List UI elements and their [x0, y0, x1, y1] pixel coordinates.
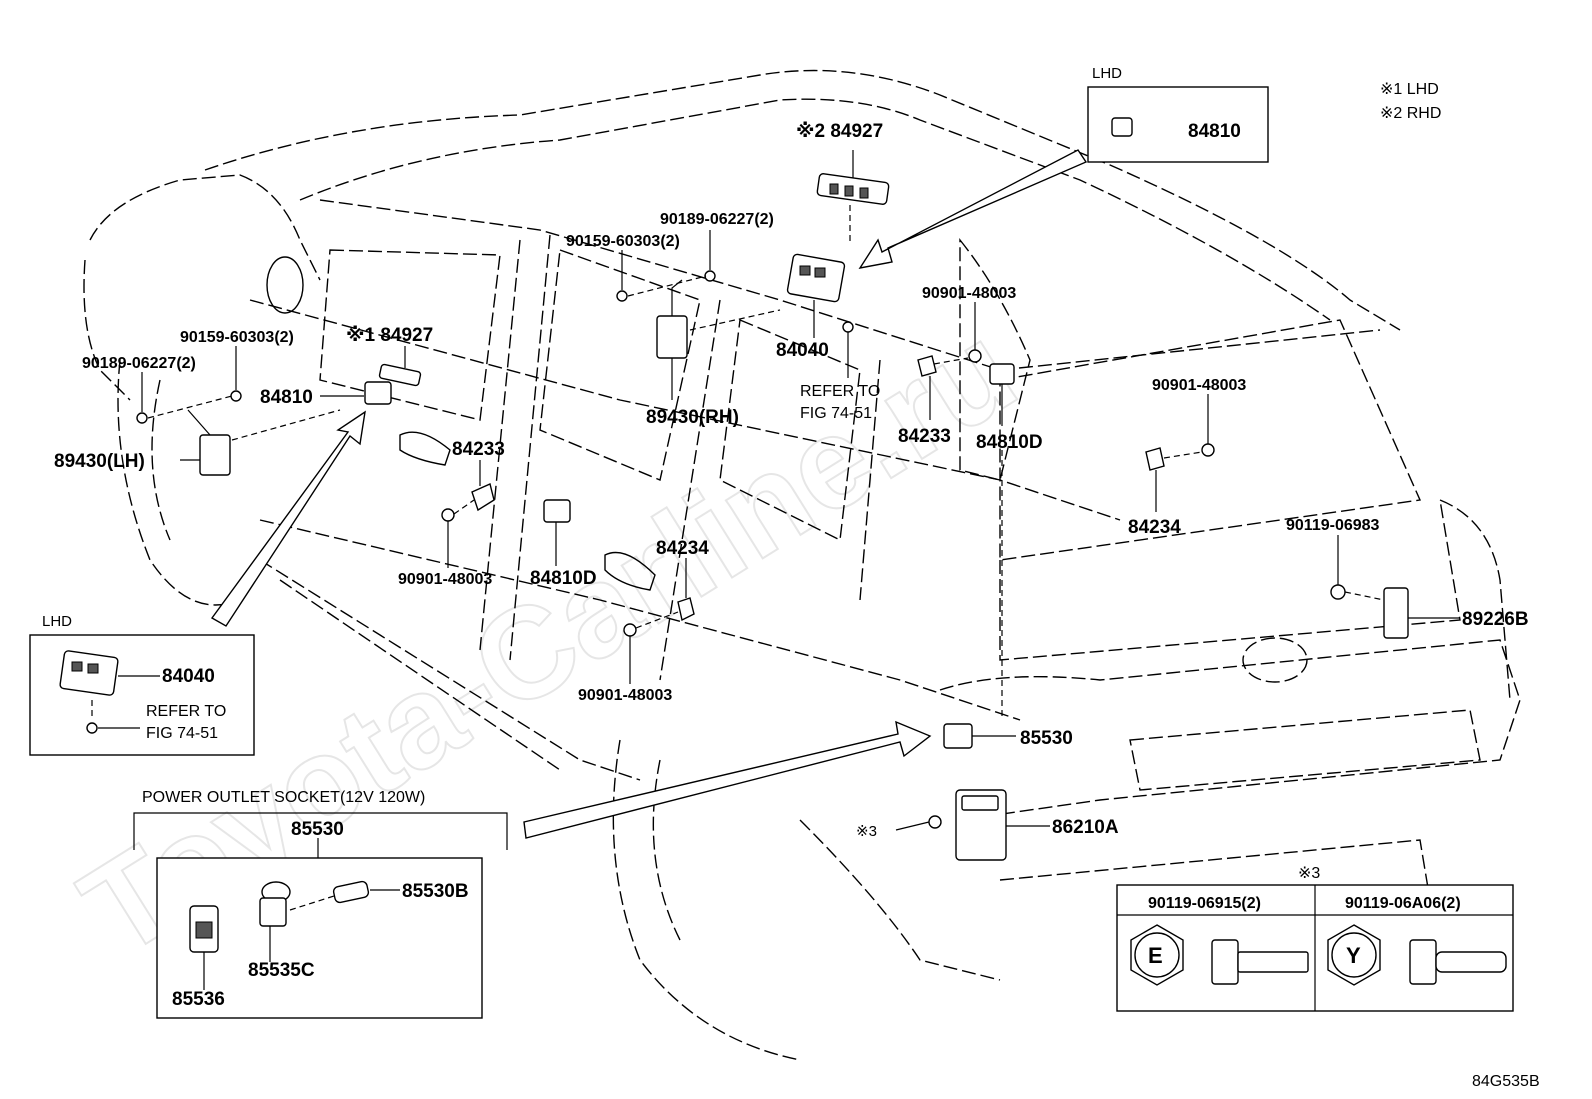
inset-left-refer-1: REFER TO [146, 703, 226, 720]
vehicle-outline [83, 69, 1521, 1061]
inset-left-refer-2: FIG 74-51 [146, 725, 218, 742]
label-refer-a: REFER TO [800, 383, 880, 400]
bolt-col1-header: 90119-06915(2) [1148, 895, 1261, 912]
label-89430-rh: 89430(RH) [646, 407, 739, 428]
label-84233-front: 84233 [452, 439, 505, 460]
part-shapes [136, 173, 1409, 861]
label-89226b: 89226B [1462, 609, 1529, 630]
label-90159-lh: 90159-60303(2) [180, 329, 294, 346]
label-84234-front: 84234 [656, 538, 709, 559]
part-85530b: 85530B [402, 881, 469, 902]
label-89430-lh: 89430(LH) [54, 451, 145, 472]
label-refer-b: FIG 74-51 [800, 405, 872, 422]
label-86210a: 86210A [1052, 817, 1119, 838]
label-mark-3: ※3 [856, 823, 877, 840]
leader-lines [141, 127, 1460, 831]
inset-left-part: 84040 [162, 666, 215, 687]
label-90901-d: 90901-48003 [1152, 377, 1246, 394]
label-84233-rear: 84233 [898, 426, 951, 447]
label-84927-rhd: ※2 84927 [796, 121, 883, 142]
label-90901-b: 90901-48003 [578, 687, 672, 704]
drawing-number: 84G535B [1472, 1073, 1540, 1090]
bolt-table: ※3 90119-06915(2) 90119-06A06(2) E Y [1116, 865, 1514, 1012]
label-84810d-rear: 84810D [976, 432, 1043, 453]
power-outlet-assembly: 85530 [291, 819, 344, 840]
legend-note-2: ※2 RHD [1380, 105, 1441, 122]
part-85536: 85536 [172, 989, 225, 1010]
bolt-y-symbol: Y [1346, 943, 1361, 968]
label-90189-lh: 90189-06227(2) [82, 355, 196, 372]
part-labels: ※2 84927 90189-06227(2) 90159-60303(2) 9… [54, 121, 1529, 840]
power-outlet-inset: POWER OUTLET SOCKET(12V 120W) 85530 8553… [133, 789, 508, 1019]
label-84234-rear: 84234 [1128, 517, 1181, 538]
label-90119-06983: 90119-06983 [1286, 517, 1380, 534]
label-84040: 84040 [776, 340, 829, 361]
bolt-col2-header: 90119-06A06(2) [1345, 895, 1461, 912]
label-90189-rh: 90189-06227(2) [660, 211, 774, 228]
label-84810d-front: 84810D [530, 568, 597, 589]
label-90901-c: 90901-48003 [922, 285, 1016, 302]
inset-lhd-top: LHD 84810 [1087, 65, 1269, 163]
bolt-e-symbol: E [1148, 943, 1163, 968]
inset-top-part: 84810 [1188, 121, 1241, 142]
part-85535c: 85535C [248, 960, 315, 981]
inset-lhd-left: LHD 84040 REFER TO FIG 74-51 [29, 613, 255, 756]
legend-note-1: ※1 LHD [1380, 81, 1439, 98]
label-90901-a: 90901-48003 [398, 571, 492, 588]
inset-top-title: LHD [1092, 65, 1122, 82]
bolt-table-mark: ※3 [1298, 865, 1320, 882]
label-84927-lhd: ※1 84927 [346, 325, 433, 346]
label-90159-rh: 90159-60303(2) [566, 233, 680, 250]
label-84810-lh: 84810 [260, 387, 313, 408]
callout-arrows [210, 149, 1088, 839]
power-outlet-title: POWER OUTLET SOCKET(12V 120W) [142, 789, 425, 806]
inset-left-title: LHD [42, 613, 72, 630]
label-85530: 85530 [1020, 728, 1073, 749]
